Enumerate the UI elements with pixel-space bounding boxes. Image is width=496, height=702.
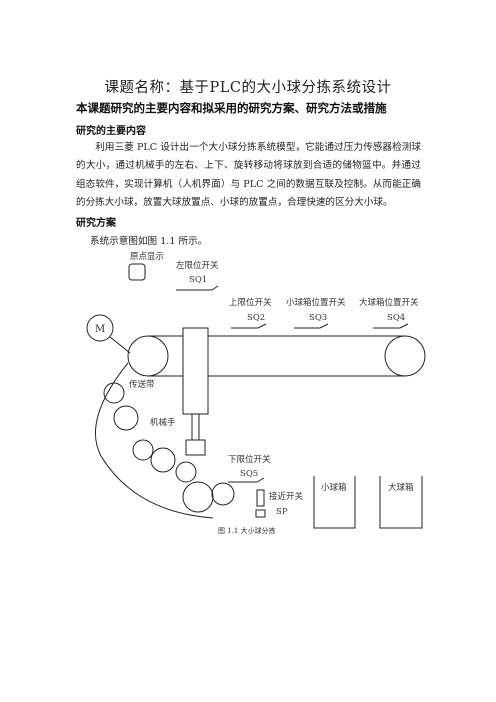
manipulator-label: 机械手 <box>150 417 176 428</box>
manipulator-body <box>182 327 209 415</box>
small-ball-box <box>313 476 356 529</box>
ball <box>175 461 197 483</box>
section-heading: 本课题研究的主要内容和拟采用的研究方案、研究方法或措施 <box>76 101 387 115</box>
proximity-code: SP <box>276 507 288 517</box>
left-limit-code: SQ1 <box>189 275 207 285</box>
lower-limit-code: SQ5 <box>240 469 258 479</box>
big-box-label: 大球箱 <box>388 482 414 493</box>
ball-track <box>94 362 214 519</box>
left-limit-label: 左限位开关 <box>176 260 219 271</box>
ball <box>103 382 125 404</box>
lower-limit-label: 下限位开关 <box>228 454 271 465</box>
big-box-position-label: 大球箱位置开关 <box>359 297 419 308</box>
motor-label: M <box>95 324 105 335</box>
upper-limit-code: SQ2 <box>247 313 265 323</box>
origin-indicator <box>128 263 146 281</box>
subheading-scheme: 研究方案 <box>76 218 116 229</box>
upper-limit-label: 上限位开关 <box>229 297 272 308</box>
small-box-label: 小球箱 <box>321 482 347 493</box>
ball <box>182 481 214 513</box>
ball <box>150 447 176 473</box>
diagram-intro: 系统示意图如图 1.1 所示。 <box>90 236 208 247</box>
figure-caption: 图 1.1 大小球分拣 <box>218 526 276 535</box>
proximity-label: 接近开关 <box>269 491 304 502</box>
origin-label: 原点显示 <box>130 252 164 262</box>
motor <box>86 314 114 342</box>
body-paragraph: 利用三菱 PLC 设计出一个大小球分拣系统模型，它能通过压力传感器检测球的大小，… <box>76 142 421 209</box>
big-box-position-code: SQ4 <box>387 313 405 323</box>
proximity-switch-base <box>255 509 266 518</box>
ball <box>211 482 235 506</box>
small-box-position-label: 小球箱位置开关 <box>286 297 346 308</box>
subheading-content: 研究的主要内容 <box>76 126 146 137</box>
conveyor-label: 传送带 <box>129 379 155 390</box>
conveyor-right-pulley <box>384 335 426 377</box>
conveyor-left-pulley <box>127 335 169 377</box>
small-box-position-code: SQ3 <box>309 313 327 323</box>
page-title: 课题名称：基于PLC的大小球分拣系统设计 <box>104 80 392 96</box>
ball <box>132 439 154 461</box>
manipulator-gripper <box>185 439 206 456</box>
ball <box>113 405 139 431</box>
big-ball-box <box>379 476 423 529</box>
proximity-switch <box>256 489 265 507</box>
